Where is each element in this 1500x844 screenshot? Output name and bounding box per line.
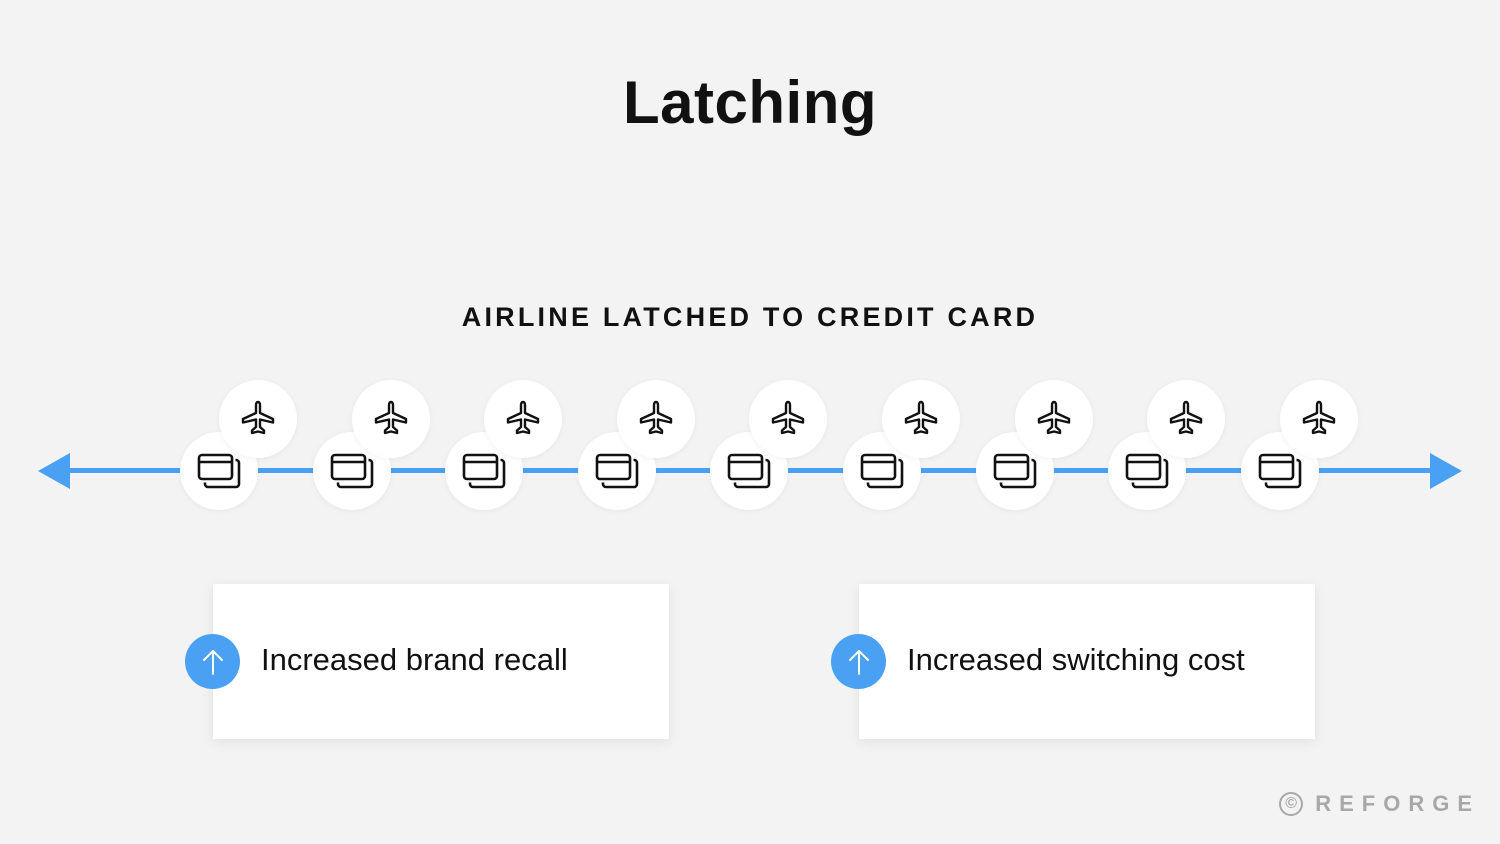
credit-card-node bbox=[1240, 432, 1319, 510]
outcome-label: Increased switching cost bbox=[907, 642, 1245, 677]
airline-node bbox=[882, 380, 960, 458]
airplane-icon bbox=[768, 399, 808, 439]
airline-node bbox=[1279, 380, 1358, 458]
brand-name: REFORGE bbox=[1315, 791, 1480, 816]
credit-cards-icon bbox=[859, 452, 905, 490]
airline-node bbox=[616, 380, 695, 458]
airplane-icon bbox=[901, 399, 941, 439]
arrow-up-icon bbox=[831, 634, 886, 689]
credit-card-node bbox=[445, 432, 524, 510]
airline-node bbox=[1147, 380, 1226, 458]
airplane-icon bbox=[238, 399, 278, 439]
airplane-icon bbox=[1034, 399, 1074, 439]
credit-cards-icon bbox=[196, 452, 242, 490]
arrow-right-icon bbox=[1430, 453, 1462, 489]
airplane-icon bbox=[371, 399, 411, 439]
credit-cards-icon bbox=[461, 452, 507, 490]
copyright-icon: © bbox=[1279, 792, 1304, 816]
arrow-left-icon bbox=[38, 453, 70, 489]
brand-logo: © REFORGE bbox=[1279, 791, 1480, 817]
outcome-card-switching-cost: Increased switching cost bbox=[831, 584, 1315, 739]
airplane-icon bbox=[503, 399, 543, 439]
credit-cards-icon bbox=[329, 452, 375, 490]
airline-node bbox=[1014, 380, 1093, 458]
credit-cards-icon bbox=[726, 452, 772, 490]
airplane-icon bbox=[1299, 399, 1339, 439]
page-title: Latching bbox=[623, 69, 877, 137]
airplane-icon bbox=[1166, 399, 1206, 439]
airline-node bbox=[351, 380, 430, 458]
outcome-label: Increased brand recall bbox=[261, 642, 568, 677]
credit-cards-icon bbox=[1257, 452, 1303, 490]
airline-node bbox=[749, 380, 828, 458]
airline-node bbox=[219, 380, 297, 458]
airplane-icon bbox=[636, 399, 676, 439]
arrow-up-icon bbox=[185, 634, 240, 689]
outcome-card-brand-recall: Increased brand recall bbox=[185, 584, 669, 739]
diagram-subtitle: AIRLINE LATCHED TO CREDIT CARD bbox=[461, 302, 1039, 332]
credit-cards-icon bbox=[1124, 452, 1170, 490]
airline-node bbox=[484, 380, 563, 458]
credit-cards-icon bbox=[594, 452, 640, 490]
credit-cards-icon bbox=[992, 452, 1038, 490]
